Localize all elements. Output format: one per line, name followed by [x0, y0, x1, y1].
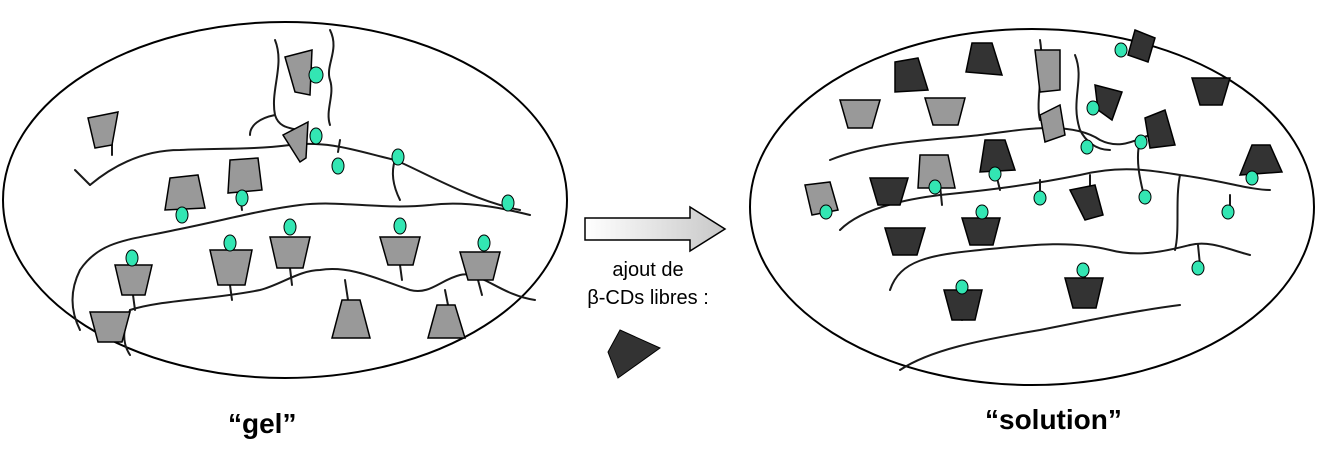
free-cd	[1144, 108, 1176, 149]
bound-cd	[839, 99, 881, 129]
guest-oval	[955, 279, 969, 295]
guest-oval	[1134, 134, 1148, 150]
guest-oval	[393, 217, 407, 235]
bound-cd	[427, 304, 467, 339]
free-cd	[965, 42, 1004, 76]
free-cd	[883, 227, 927, 256]
guest-oval	[1191, 260, 1205, 276]
gel-panel	[2, 21, 568, 379]
gel-caption: “gel”	[228, 408, 297, 439]
guest-oval	[1245, 170, 1259, 186]
bound-cd	[459, 251, 501, 281]
free-cd	[979, 139, 1017, 173]
bound-cd	[923, 97, 966, 126]
free-cd	[1127, 28, 1156, 63]
bound-cd	[379, 236, 421, 266]
guest-oval	[1086, 100, 1100, 116]
free-cd	[1238, 144, 1284, 176]
reaction-arrow	[584, 205, 727, 253]
solution-polymer-chains	[829, 39, 1271, 371]
guest-oval	[309, 127, 323, 145]
solution-guest-groups	[819, 42, 1259, 295]
bound-cd	[284, 49, 313, 96]
free-cd	[894, 57, 930, 93]
guest-oval	[235, 189, 249, 207]
guest-oval	[988, 166, 1002, 182]
bound-cd	[89, 311, 131, 343]
guest-oval	[1080, 139, 1094, 155]
free-cd	[1094, 83, 1123, 122]
free-cd	[868, 177, 910, 206]
solution-caption: “solution”	[985, 404, 1122, 435]
arrow-label-line1: ajout de	[612, 259, 684, 281]
guest-oval	[1076, 262, 1090, 278]
arrow-label-line2: β-CDs libres :	[587, 287, 709, 309]
bound-cd	[1034, 49, 1061, 93]
free-cd	[1064, 277, 1104, 309]
solution-bound-cyclodextrins	[804, 49, 1066, 216]
bound-cd	[87, 111, 119, 149]
solution-panel	[749, 28, 1315, 386]
free-cd-legend-icon	[607, 329, 661, 379]
solution-free-cyclodextrins	[868, 28, 1284, 321]
guest-oval	[308, 66, 324, 84]
bound-cd	[331, 299, 371, 339]
right-arrow-icon	[584, 205, 727, 253]
bound-cd	[209, 249, 253, 286]
guest-oval	[928, 179, 942, 195]
guest-oval	[477, 234, 491, 252]
guest-oval	[223, 234, 237, 252]
guest-oval	[975, 204, 989, 220]
guest-oval	[283, 218, 297, 236]
guest-oval	[175, 206, 189, 224]
guest-oval	[501, 194, 515, 212]
guest-oval	[125, 249, 139, 267]
guest-oval	[1114, 42, 1128, 58]
bound-cd	[281, 120, 309, 164]
free-cd	[960, 217, 1001, 246]
free-cd	[943, 289, 983, 321]
gel-bound-cyclodextrins	[87, 49, 501, 343]
guest-oval	[819, 204, 833, 220]
free-cd	[1190, 77, 1232, 106]
bound-cd	[164, 174, 206, 211]
bound-cd	[269, 236, 311, 269]
solution-ellipse	[749, 28, 1315, 386]
free-cd	[1068, 184, 1104, 221]
bound-cd	[1039, 103, 1066, 143]
guest-oval	[1033, 190, 1047, 206]
guest-oval	[391, 148, 405, 166]
guest-oval	[331, 157, 345, 175]
bound-cd	[917, 154, 956, 189]
bound-cd	[227, 157, 263, 194]
guest-oval	[1221, 204, 1235, 220]
gel-guest-groups	[125, 66, 515, 267]
guest-oval	[1138, 189, 1152, 205]
bound-cd	[114, 264, 153, 296]
